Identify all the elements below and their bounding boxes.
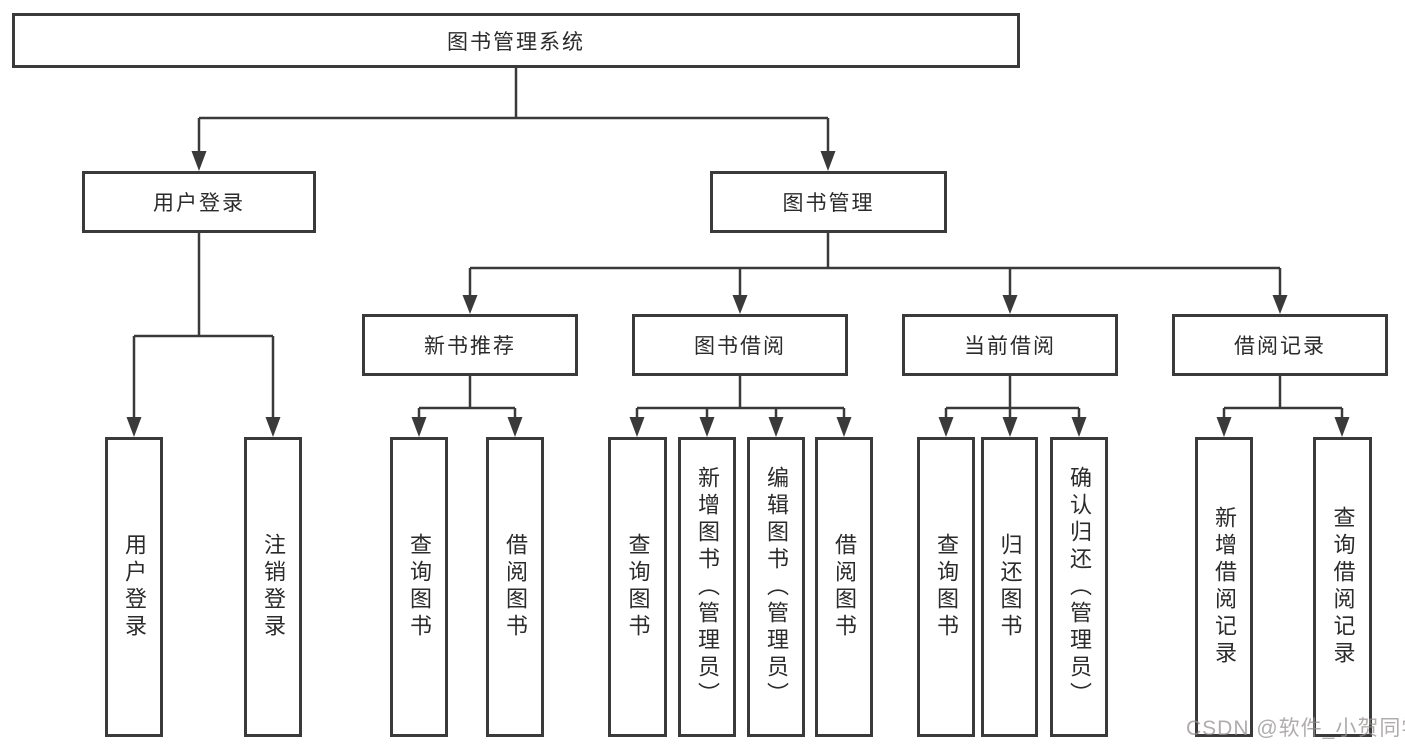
node-current-borrow: 当前借阅 bbox=[902, 314, 1118, 376]
node-book-management: 图书管理 bbox=[710, 171, 947, 233]
leaf-borrow-books-borrow: 借阅图书 bbox=[815, 437, 873, 737]
node-root: 图书管理系统 bbox=[12, 13, 1020, 68]
leaf-logout: 注销登录 bbox=[244, 437, 302, 737]
node-book-borrow: 图书借阅 bbox=[632, 314, 848, 376]
leaf-borrow-books-recommend: 借阅图书 bbox=[486, 437, 544, 737]
leaf-add-borrow-record: 新增借阅记录 bbox=[1195, 437, 1253, 737]
leaf-return-book: 归还图书 bbox=[981, 437, 1038, 737]
csdn-watermark: CSDN @软件_小贺同学 bbox=[1186, 717, 1405, 740]
node-new-book-recommend: 新书推荐 bbox=[362, 314, 578, 376]
leaf-query-borrow-record: 查询借阅记录 bbox=[1313, 437, 1372, 737]
leaf-query-books-borrow: 查询图书 bbox=[608, 437, 667, 737]
leaf-add-book-admin: 新增图书（管理员） bbox=[678, 437, 736, 737]
leaf-confirm-return-admin: 确认归还（管理员） bbox=[1050, 437, 1108, 737]
leaf-query-books-recommend: 查询图书 bbox=[390, 437, 448, 737]
node-user-login: 用户登录 bbox=[82, 171, 316, 233]
leaf-user-login: 用户登录 bbox=[105, 437, 163, 737]
node-borrow-records: 借阅记录 bbox=[1172, 314, 1388, 376]
leaf-edit-book-admin: 编辑图书（管理员） bbox=[747, 437, 805, 737]
leaf-query-books-current: 查询图书 bbox=[917, 437, 975, 737]
